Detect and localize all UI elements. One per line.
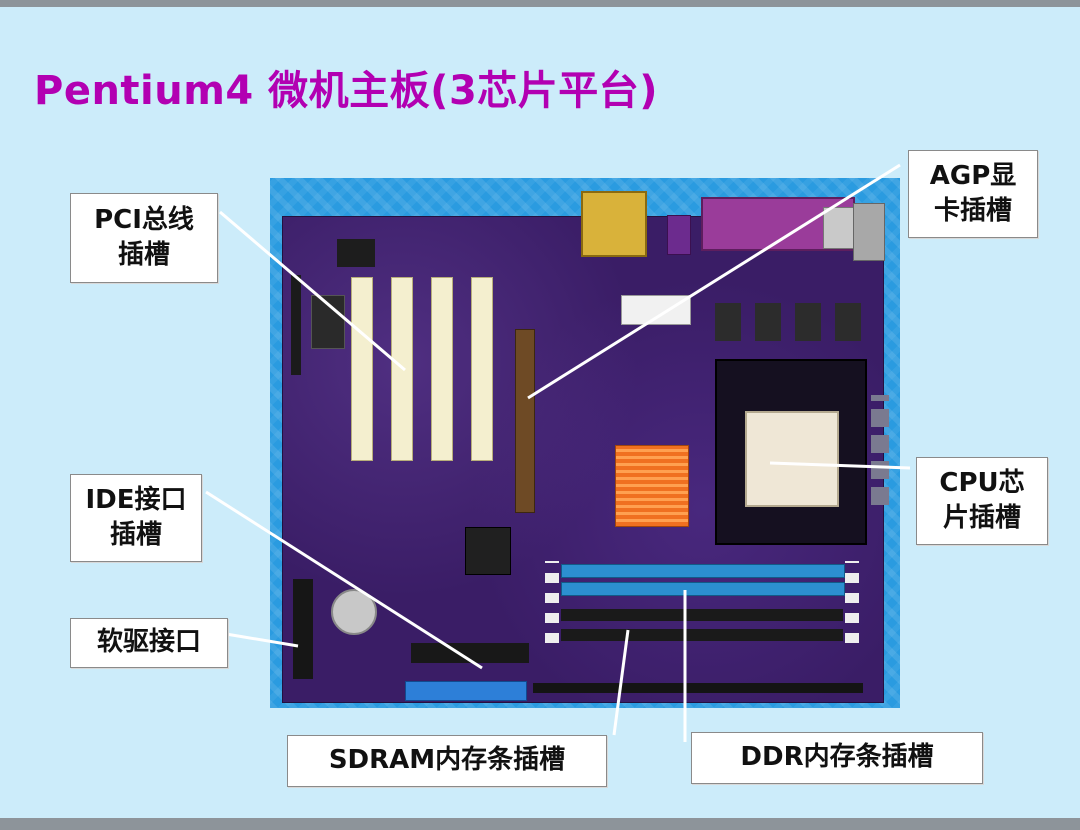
cpu-socket (745, 411, 839, 507)
ps2-connector (853, 203, 885, 261)
northbridge-heatsink (615, 445, 689, 527)
atx-power-connector (621, 295, 691, 325)
pci-slot-label: PCI总线插槽 (70, 193, 218, 283)
memory-clips-right (845, 561, 859, 643)
isa-slot-fragment (291, 275, 301, 375)
sdram-slot-1 (561, 609, 843, 621)
ddr-slot-2 (561, 582, 845, 596)
sdram-slot-2 (561, 629, 843, 641)
southbridge-chip (465, 527, 511, 575)
top-border-band (0, 0, 1080, 7)
agp-slot-label: AGP显卡插槽 (908, 150, 1038, 238)
pci-slot-4 (471, 277, 493, 461)
capacitor-row (871, 395, 889, 505)
vrm-chokes (715, 303, 865, 341)
bios-chip (337, 239, 375, 267)
pci-slot-2 (391, 277, 413, 461)
audio-jacks (667, 215, 691, 255)
ide-connector-black (411, 643, 529, 663)
pci-slot-1 (351, 277, 373, 461)
serial-port-connector (581, 191, 647, 257)
agp-slot (515, 329, 535, 513)
io-chip (311, 295, 345, 349)
floppy-connector (293, 579, 313, 679)
motherboard-photo (270, 178, 900, 708)
edge-connector (533, 683, 863, 693)
ide-slot-label: IDE接口插槽 (70, 474, 202, 562)
floppy-connector-label: 软驱接口 (70, 618, 228, 668)
motherboard-pcb (282, 191, 889, 703)
memory-clips-left (545, 561, 559, 643)
slide-title: Pentium4 微机主板(3芯片平台) (34, 68, 659, 114)
cpu-socket-label: CPU芯片插槽 (916, 457, 1048, 545)
sdram-slot-label: SDRAM内存条插槽 (287, 735, 607, 787)
ddr-slot-label: DDR内存条插槽 (691, 732, 983, 784)
ide-connector-blue (405, 681, 527, 701)
ddr-slot-1 (561, 564, 845, 578)
cmos-battery (331, 589, 377, 635)
usb-connector (823, 207, 855, 249)
pci-slot-3 (431, 277, 453, 461)
bottom-border-band (0, 818, 1080, 830)
